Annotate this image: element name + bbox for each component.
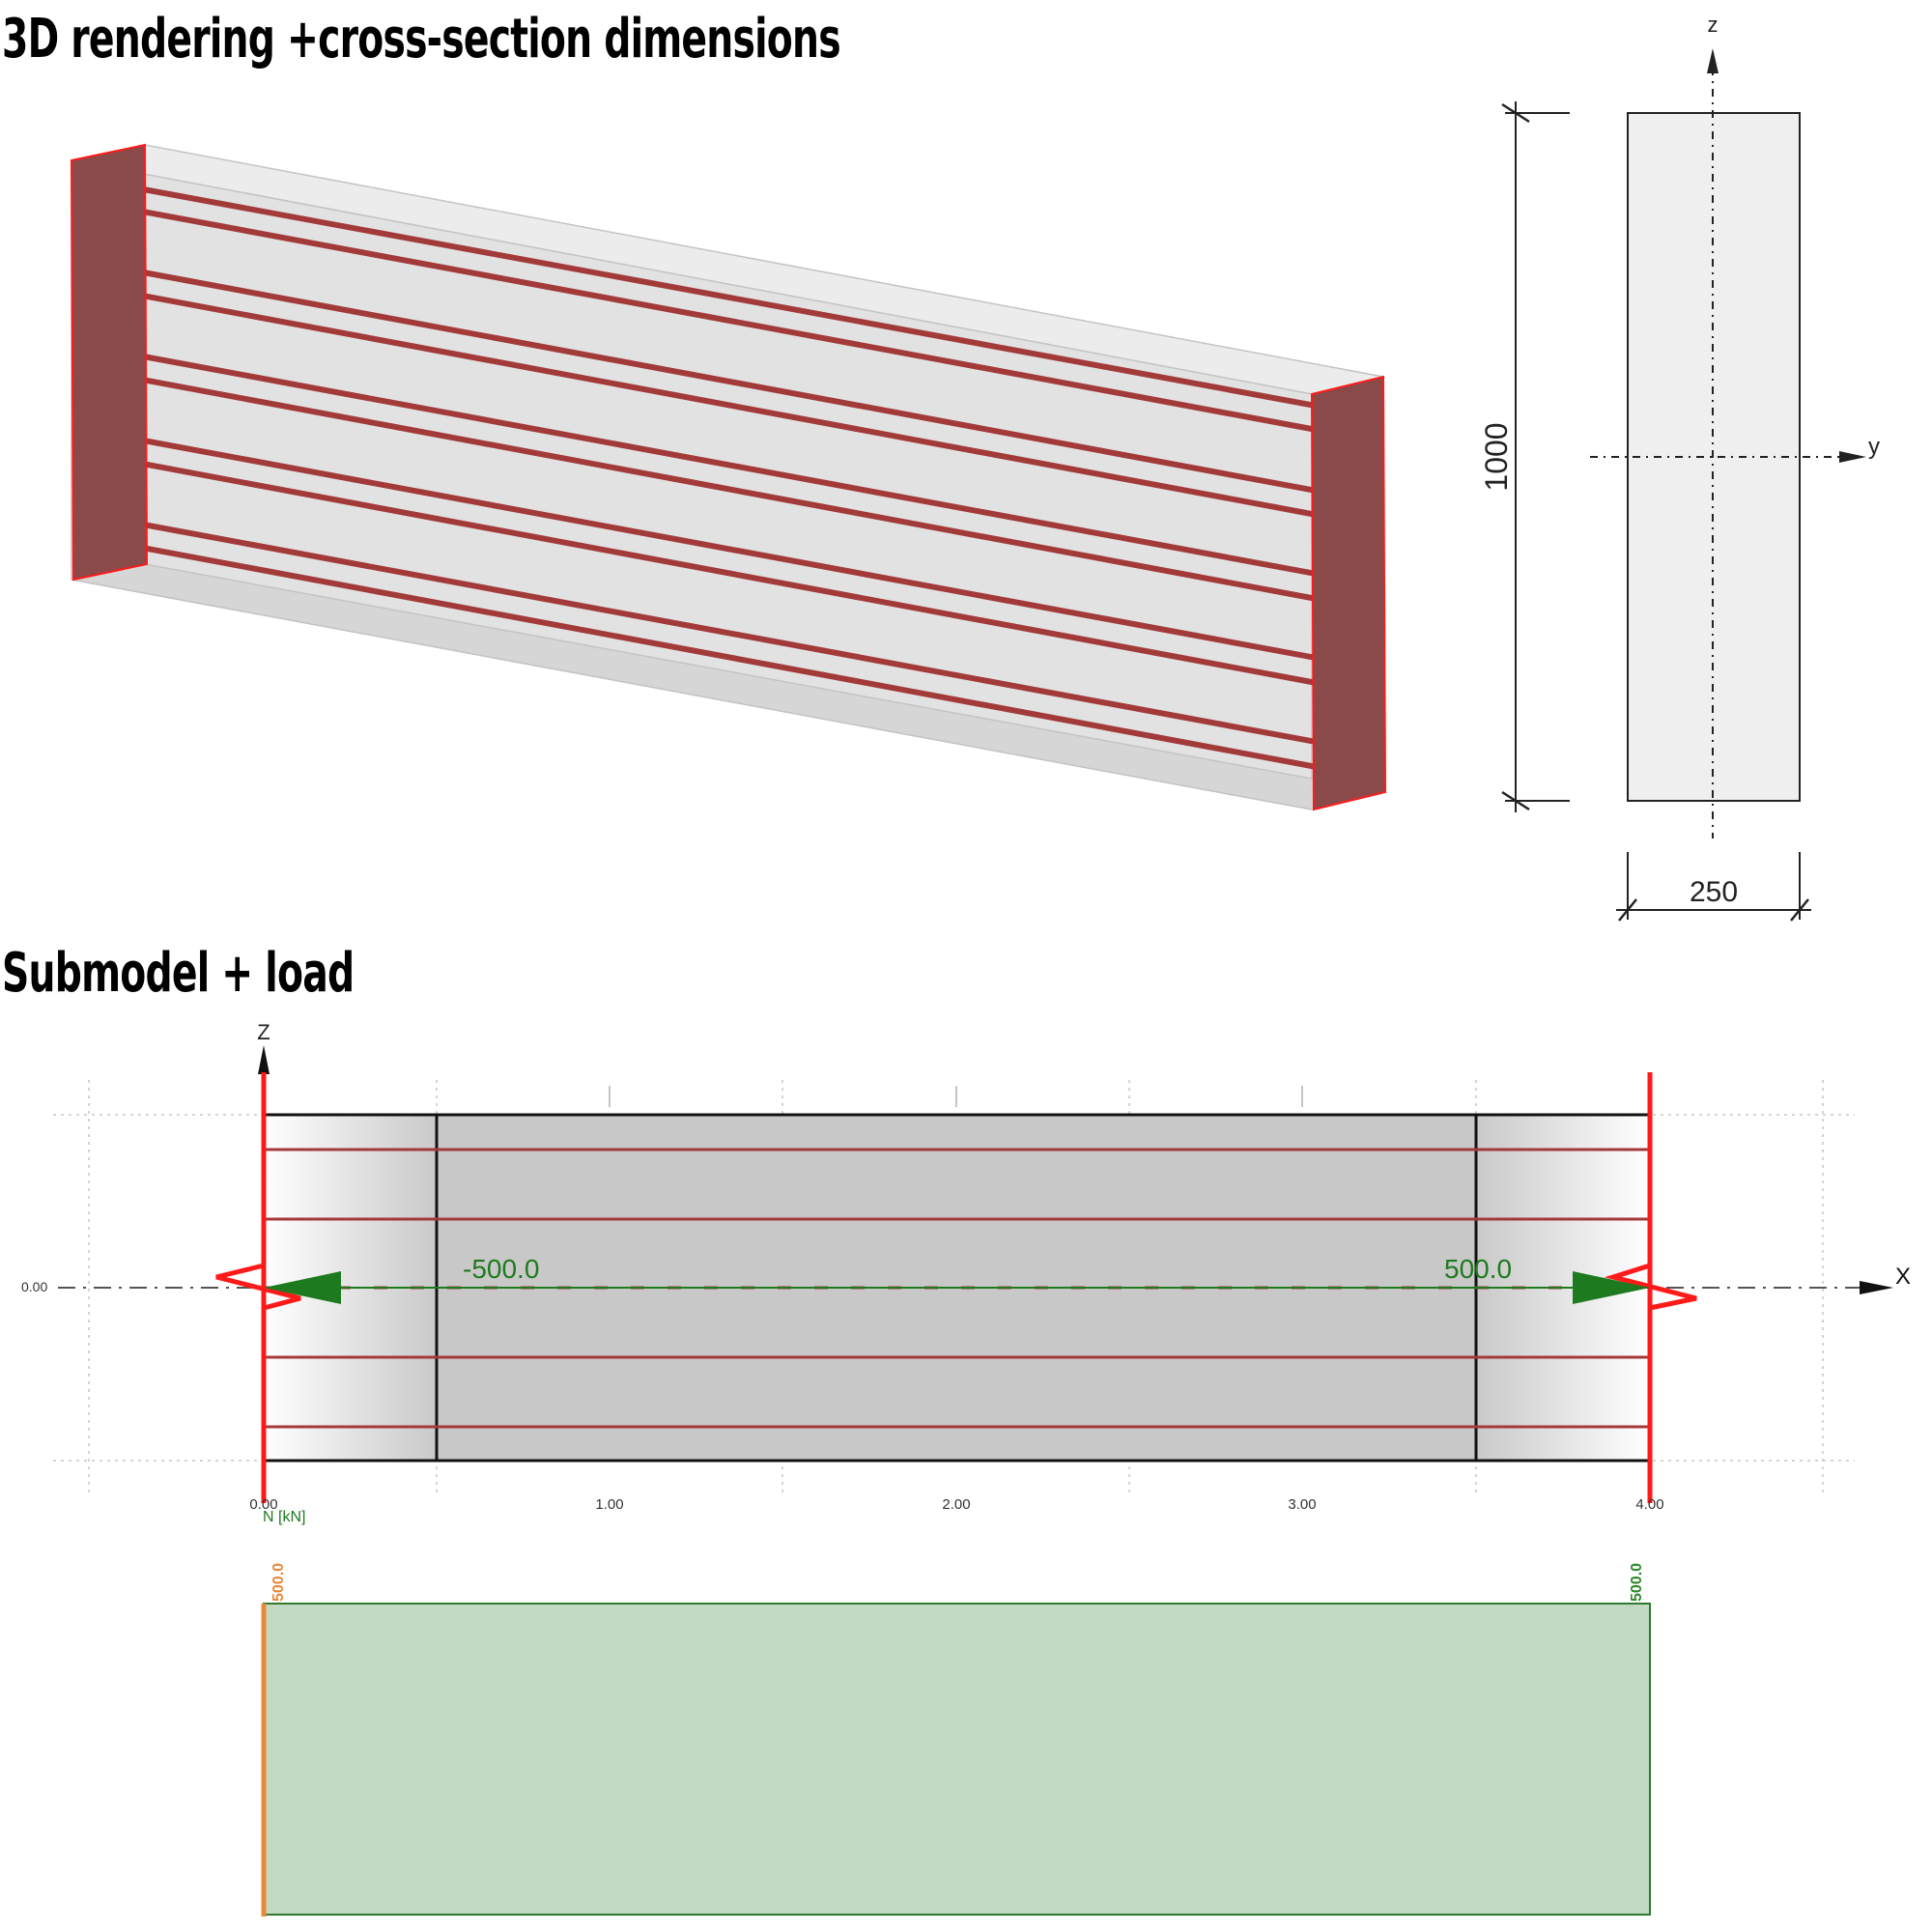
width-dim-tick-right: [1790, 898, 1809, 922]
load-arrow-left: [264, 1271, 341, 1304]
heading-3d-rendering: 3D rendering +cross-section dimensions: [2, 8, 841, 71]
height-dim-tick-top: [1501, 102, 1530, 124]
grid-top-ticks: [609, 1086, 1303, 1107]
rebar-3d-3: [135, 269, 1381, 505]
normal-force-diagram: N [kN] 500.0 500.0: [261, 1509, 1651, 1917]
rebar-3d-6: [77, 365, 1320, 602]
rebar-3d-5: [135, 353, 1381, 588]
section-axis-z-label: z: [1708, 13, 1719, 37]
x-tick-label-0: 0.00: [249, 1496, 277, 1513]
load-value-right: 500.0: [1444, 1254, 1512, 1284]
x-tick-label-2: 2.00: [942, 1496, 970, 1513]
z-axis-label: Z: [257, 1020, 270, 1044]
rebar-3d-2: [77, 197, 1320, 433]
width-dimension-label: 250: [1690, 876, 1738, 908]
support-symbol-right: [1604, 1263, 1697, 1311]
rebar-3d-10: [77, 533, 1320, 770]
x-tick-label-4: 4.00: [1635, 1496, 1663, 1513]
cross-section: z y 1000 250: [1479, 13, 1880, 922]
x-axis-label: X: [1895, 1264, 1911, 1290]
rebar-3d-4: [77, 281, 1320, 518]
normal-force-value-right: 500.0: [1629, 1563, 1645, 1602]
rebar-3d-8: [77, 449, 1320, 686]
x-axis-arrowhead: [1860, 1281, 1893, 1294]
heading-submodel-load: Submodel + load: [2, 942, 355, 1005]
beam-left-end-face: [70, 143, 149, 582]
beam-3d-rendering: [70, 143, 1387, 811]
z-axis-arrowhead: [258, 1045, 270, 1074]
rebar-3d-9: [135, 521, 1381, 756]
normal-force-value-left: 500.0: [270, 1563, 287, 1602]
width-dim-tick-left: [1618, 898, 1637, 922]
beam-right-end-face: [1310, 375, 1387, 811]
submodel-diagram: X 0.00 Z -500.0 500.0 0.00 1.00 2.00 3.0…: [21, 1020, 1911, 1513]
support-symbol-left: [215, 1263, 301, 1311]
y-axis-arrowhead: [1839, 451, 1866, 463]
normal-force-area: [263, 1603, 1651, 1916]
height-dimension-label: 1000: [1479, 422, 1514, 491]
rebar-lines-submodel: [264, 1148, 1650, 1429]
height-dim-tick-bottom: [1501, 790, 1530, 811]
rebar-group-3d: [77, 185, 1381, 770]
section-axis-y-label: y: [1868, 434, 1880, 460]
normal-force-label: N [kN]: [263, 1509, 305, 1525]
load-arrow-right: [1573, 1271, 1650, 1304]
x-tick-label-1: 1.00: [595, 1496, 623, 1513]
z-axis-arrowhead: [1707, 48, 1719, 73]
rebar-3d-1: [135, 185, 1381, 420]
rebar-3d-7: [135, 437, 1381, 672]
load-value-left: -500.0: [463, 1254, 539, 1284]
z-zero-tick-label: 0.00: [21, 1279, 47, 1294]
x-tick-label-3: 3.00: [1288, 1496, 1316, 1513]
